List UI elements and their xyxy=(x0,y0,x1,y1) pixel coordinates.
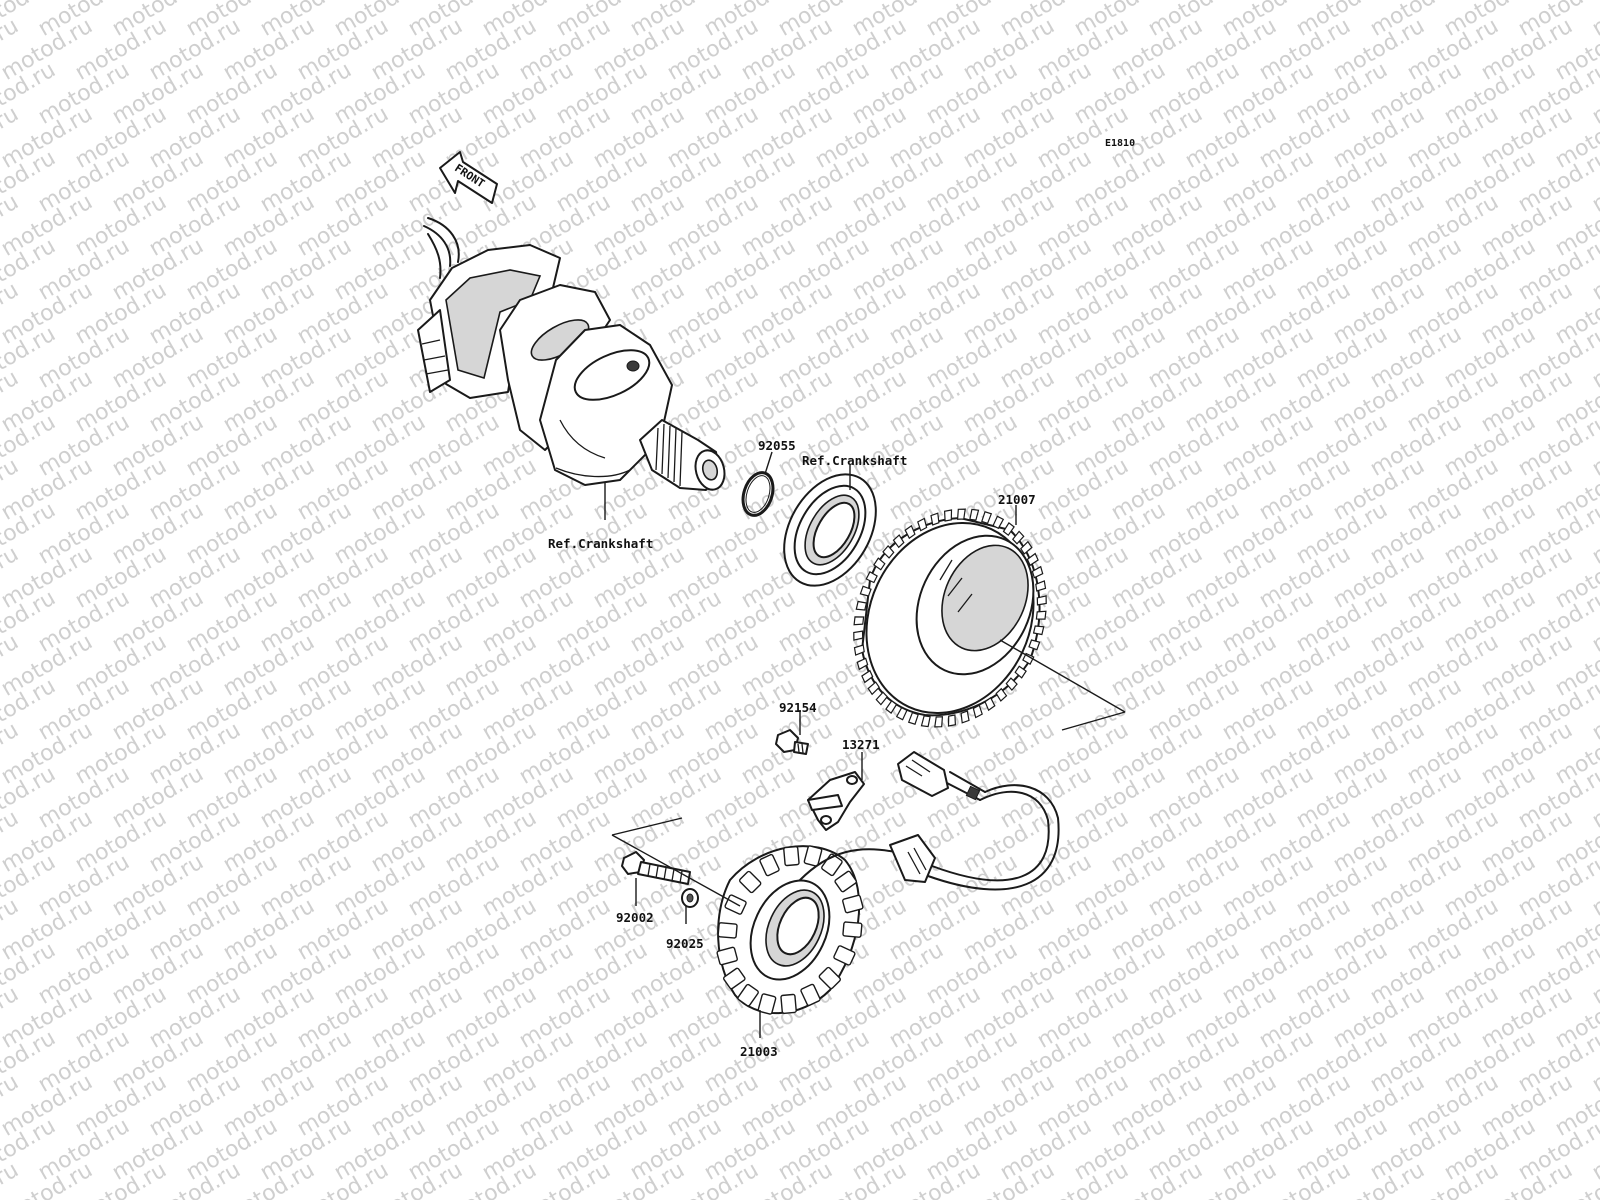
rotor-21007 xyxy=(853,508,1047,728)
gear-tooth xyxy=(1002,522,1015,537)
label-92154: 92154 xyxy=(779,700,817,715)
stator-pole xyxy=(724,894,747,915)
label-92002: 92002 xyxy=(616,910,654,925)
stator-pole xyxy=(834,870,858,893)
oil-seal xyxy=(783,473,877,587)
stator-pole xyxy=(783,845,800,867)
stator-pole xyxy=(716,946,738,966)
gear-tooth xyxy=(853,630,864,641)
gear-tooth xyxy=(1032,625,1045,636)
wiring-harness xyxy=(799,751,1060,891)
gear-tooth xyxy=(1035,580,1047,592)
gear-tooth xyxy=(865,570,878,584)
gear-tooth xyxy=(930,512,940,526)
bolt-92154 xyxy=(775,729,809,755)
part-labels: Ref.Crankshaft 92055 Ref.Crankshaft 2100… xyxy=(548,438,1036,1059)
washer-92025 xyxy=(681,888,699,908)
gear-tooth xyxy=(943,509,953,522)
label-92025: 92025 xyxy=(666,936,704,951)
gear-tooth xyxy=(892,534,905,549)
stator-pole xyxy=(818,966,841,990)
gear-tooth xyxy=(855,600,868,611)
stator-pole xyxy=(803,845,823,867)
gear-tooth xyxy=(1028,639,1041,651)
gear-tooth xyxy=(907,711,919,725)
gear-tooth xyxy=(1020,540,1033,555)
bolt-92002 xyxy=(621,851,691,885)
stator-pole xyxy=(842,894,864,914)
front-arrow-icon: FRONT xyxy=(439,151,498,204)
gear-tooth xyxy=(934,716,944,728)
plate-13271 xyxy=(807,771,865,831)
stator-pole xyxy=(757,993,777,1015)
gear-tooth xyxy=(1022,652,1035,666)
stator-pole xyxy=(759,853,780,877)
gear-tooth xyxy=(867,681,880,696)
stator-pole xyxy=(739,870,762,894)
gear-tooth xyxy=(995,687,1008,702)
label-ref-crankshaft-2: Ref.Crankshaft xyxy=(802,453,907,468)
gear-tooth xyxy=(1012,530,1025,545)
stator-pole xyxy=(722,967,746,990)
gear-tooth xyxy=(1031,565,1044,579)
gear-tooth xyxy=(904,524,916,540)
gear-tooth xyxy=(882,544,895,559)
label-ref-crankshaft-1: Ref.Crankshaft xyxy=(548,536,653,551)
gear-tooth xyxy=(885,699,898,714)
gear-tooth xyxy=(873,557,886,571)
stator-pole xyxy=(800,983,821,1007)
gear-tooth xyxy=(1014,665,1027,679)
gear-tooth xyxy=(920,715,931,728)
gear-tooth xyxy=(947,714,957,727)
label-13271: 13271 xyxy=(842,737,880,752)
gear-tooth xyxy=(984,696,996,712)
gear-tooth xyxy=(853,644,865,656)
leader-lines xyxy=(604,451,1126,1038)
gear-tooth xyxy=(1026,552,1039,567)
gear-tooth xyxy=(861,669,874,684)
gear-tooth xyxy=(895,706,908,721)
o-ring-92055 xyxy=(741,471,775,517)
diagram-code: E1810 xyxy=(1105,138,1135,149)
gear-tooth xyxy=(981,511,993,525)
gear-tooth xyxy=(856,657,869,671)
label-21007: 21007 xyxy=(998,492,1036,507)
gear-tooth xyxy=(859,585,872,597)
stator-pole xyxy=(780,993,797,1015)
gear-tooth xyxy=(992,515,1005,530)
stator-pole xyxy=(737,983,759,1007)
gear-tooth xyxy=(1005,677,1018,692)
gear-tooth xyxy=(917,517,928,532)
gear-tooth xyxy=(1036,595,1047,606)
label-92055: 92055 xyxy=(758,438,796,453)
gear-tooth xyxy=(1035,610,1047,620)
gear-tooth xyxy=(972,704,983,719)
crankshaft-illustration xyxy=(417,217,726,491)
gear-tooth xyxy=(956,508,966,520)
gear-tooth xyxy=(960,710,970,724)
label-21003: 21003 xyxy=(740,1044,778,1059)
gear-tooth xyxy=(969,508,980,521)
gear-tooth xyxy=(853,616,865,626)
stator-21003 xyxy=(716,845,864,1015)
stator-pole xyxy=(833,945,856,966)
stator-pole xyxy=(842,921,863,938)
gear-tooth xyxy=(875,691,888,706)
stator-pole xyxy=(717,922,738,939)
